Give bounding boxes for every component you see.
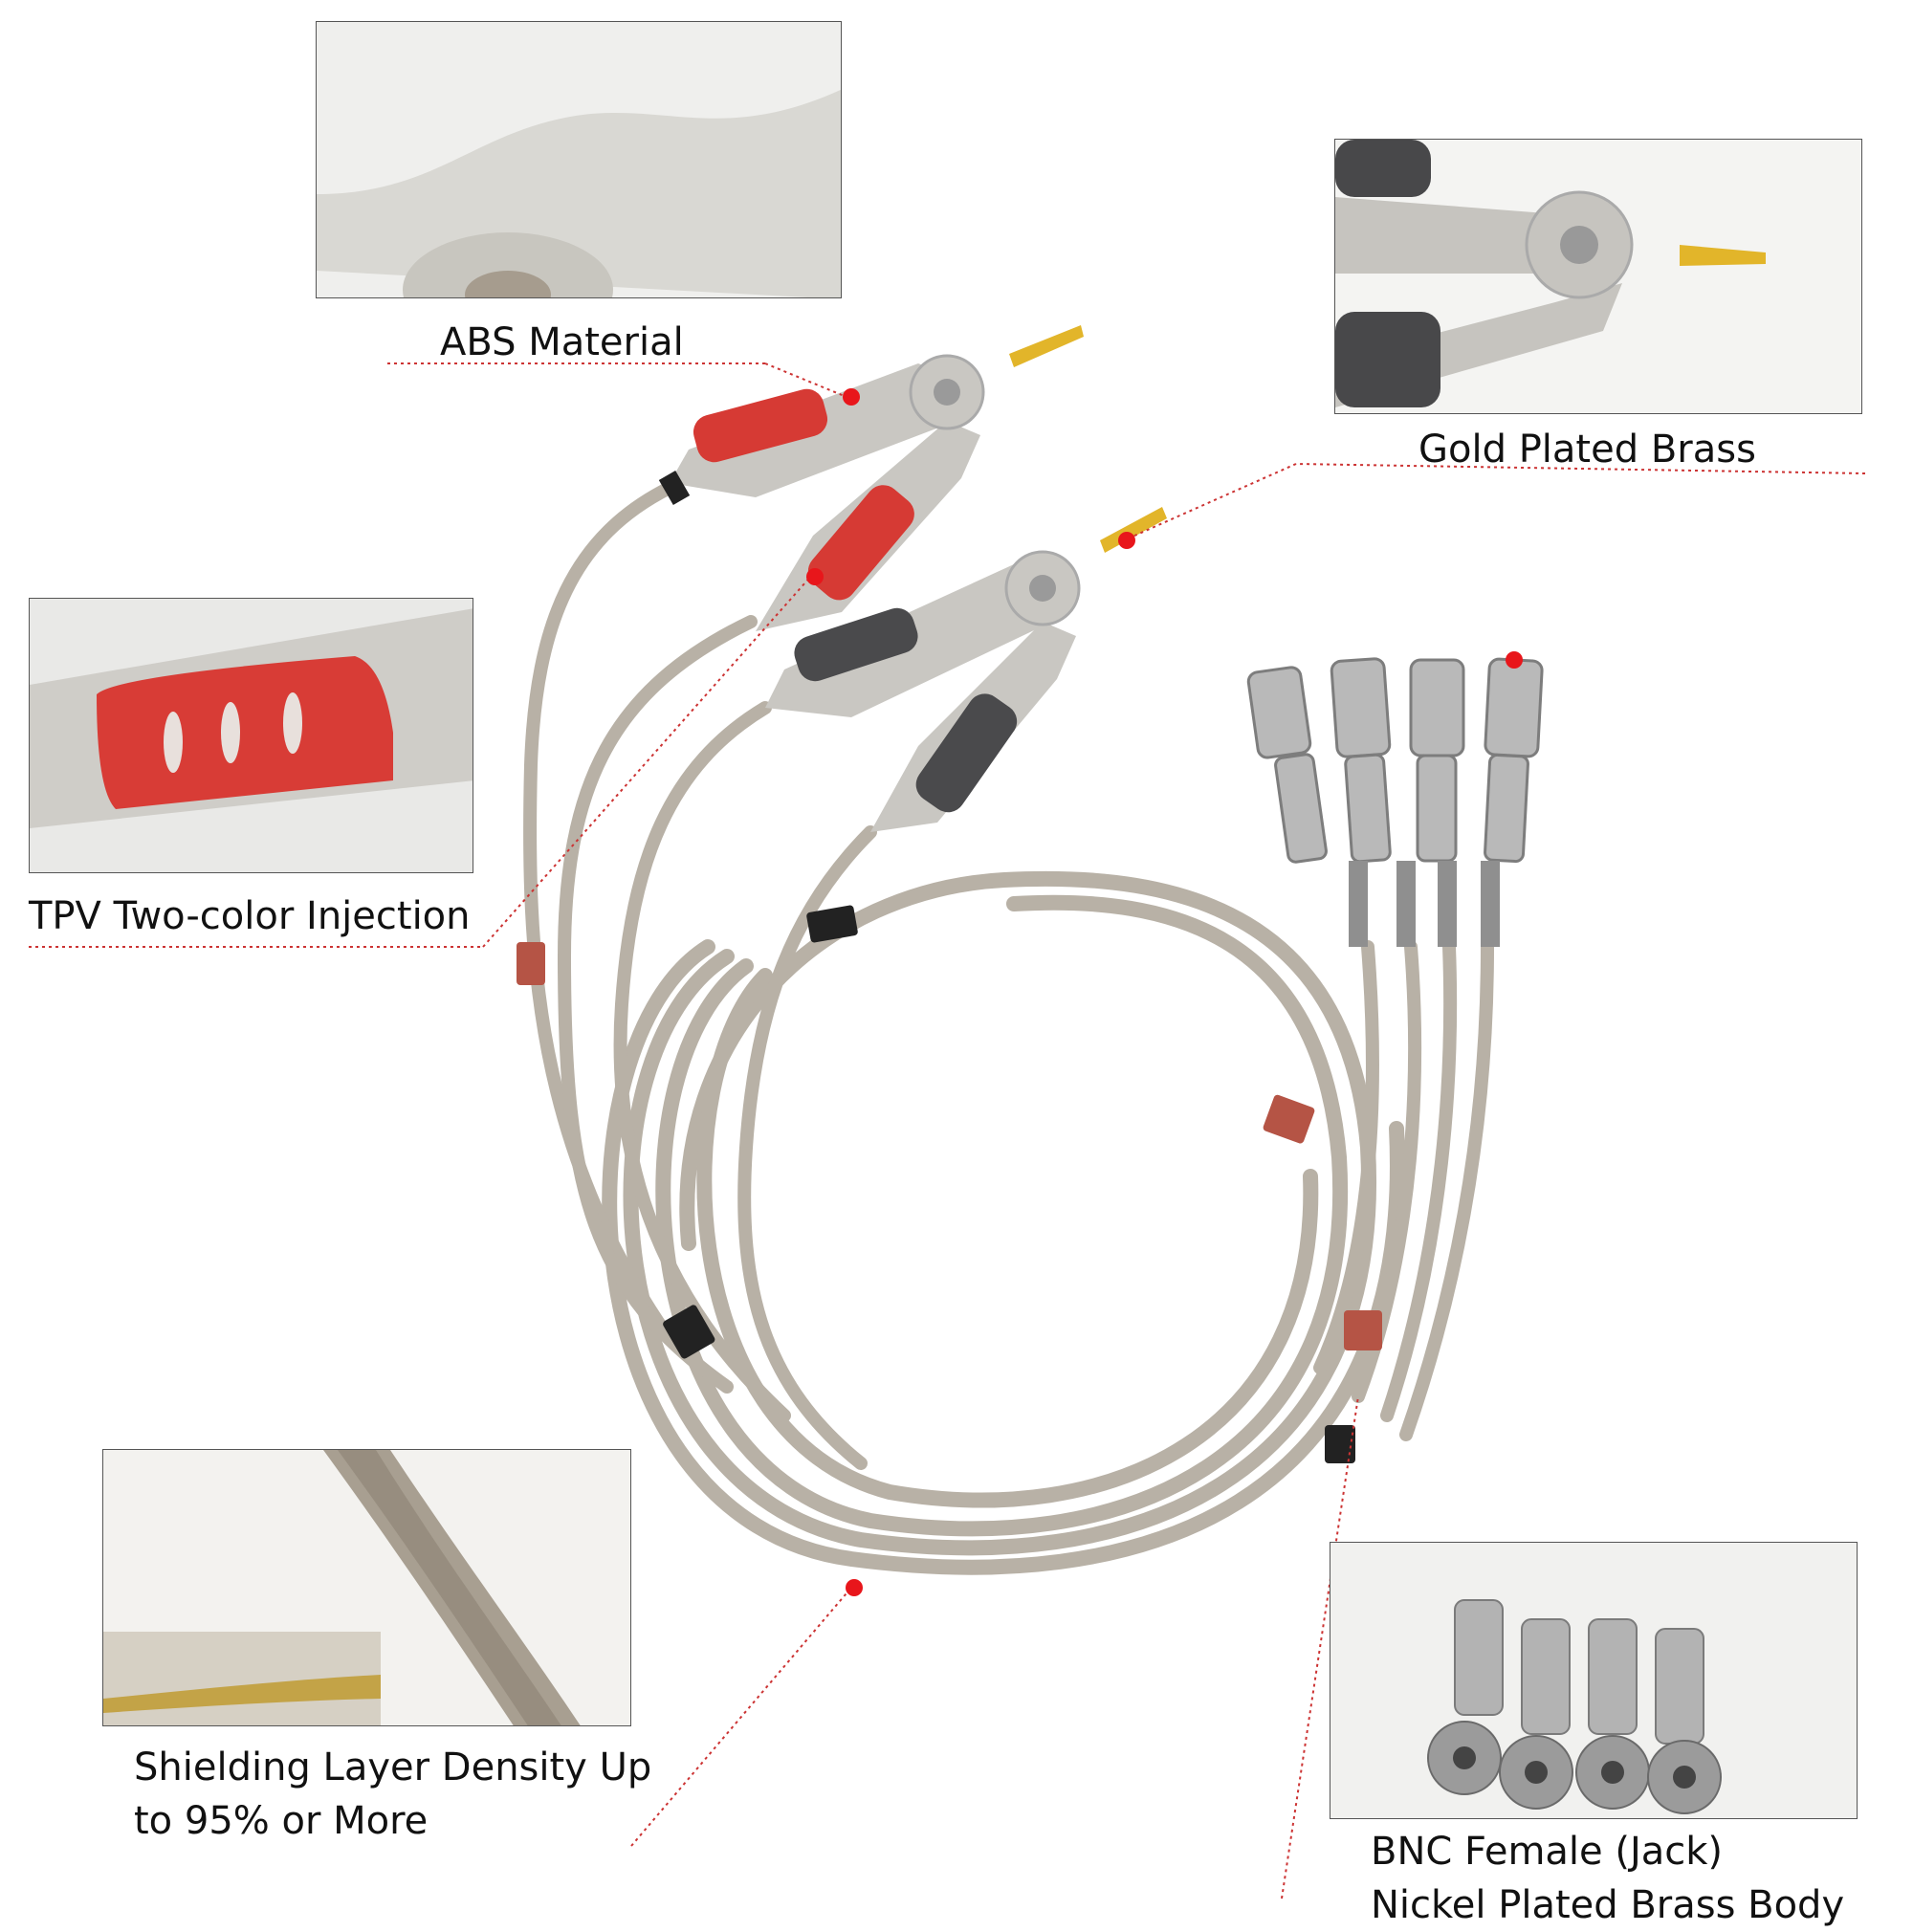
label-bnc-female: BNC Female (Jack) Nickel Plated Brass Bo… (1371, 1825, 1868, 1932)
inset-tpv-injection (29, 598, 473, 873)
label-gold-plated-brass: Gold Plated Brass (1418, 428, 1756, 472)
tpv-grip-closeup-image (30, 599, 473, 872)
cable-coil (602, 870, 1405, 1575)
label-abs-material: ABS Material (440, 320, 684, 364)
label-bnc-line1: BNC Female (Jack) (1371, 1830, 1724, 1874)
label-tpv-injection: TPV Two-color Injection (29, 894, 471, 938)
label-shielding-line2: to 95% or More (134, 1799, 429, 1843)
inset-abs-material (316, 21, 842, 298)
marker-dots (806, 388, 1523, 1596)
inset-bnc-female (1330, 1542, 1858, 1819)
label-shielding-layer: Shielding Layer Density Up to 95% or Mor… (134, 1741, 670, 1848)
inset-gold-plated-brass (1334, 139, 1862, 414)
shielding-braid-closeup-image (103, 1450, 630, 1725)
inset-shielding-layer (102, 1449, 631, 1726)
kelvin-clip-dark (765, 507, 1167, 832)
leader-lines (29, 362, 1866, 1899)
abs-closeup-image (317, 22, 841, 297)
bnc-connectors (1246, 657, 1544, 947)
cable-sleeves (517, 905, 1382, 1463)
gold-tip-closeup-image (1335, 140, 1861, 413)
clip-cables (523, 481, 877, 1470)
bnc-connectors-closeup-image (1330, 1543, 1857, 1818)
label-bnc-line2: Nickel Plated Brass Body (1371, 1883, 1845, 1927)
label-shielding-line1: Shielding Layer Density Up (134, 1745, 652, 1789)
